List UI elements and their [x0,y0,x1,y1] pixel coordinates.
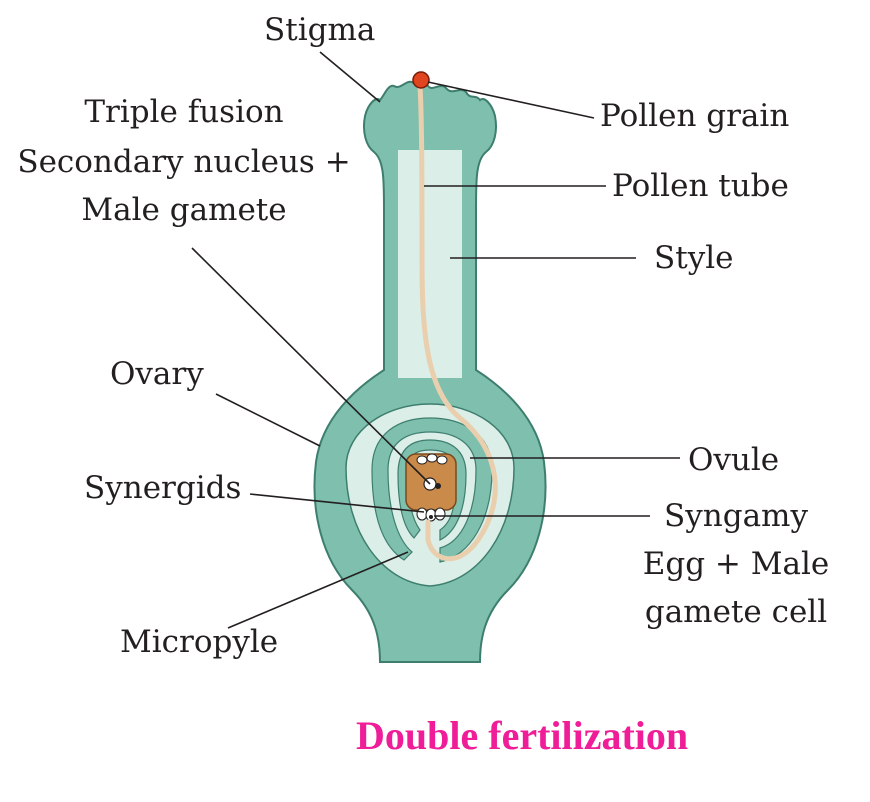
label-synergids: Synergids [84,470,241,506]
antipodal-cell [426,453,438,463]
label-stigma: Stigma [264,12,375,48]
label-ovary: Ovary [110,356,204,392]
pollen-grain [412,71,430,89]
leader-synergids [249,493,425,513]
label-triple-fusion-title: Triple fusion [84,94,283,130]
male-gamete-nucleus [435,483,441,489]
label-syngamy-line3: gamete cell [645,594,827,630]
egg-gamete-dot [429,515,433,519]
label-style: Style [654,240,733,276]
antipodal-cell [436,455,448,465]
label-triple-fusion-line2: Secondary nucleus + [17,144,350,180]
label-pollen-tube: Pollen tube [612,168,789,204]
antipodal-cell [416,455,428,465]
synergid-cell [416,507,428,521]
outer-integument [371,417,493,563]
leader-micropyle [227,551,409,629]
label-syngamy-title: Syngamy [664,498,808,534]
label-triple-fusion-line3: Male gamete [81,192,286,228]
leader-pollen-grain [427,81,595,119]
leader-stigma [319,51,381,103]
leader-ovary [215,393,321,447]
label-pollen-grain: Pollen grain [600,98,789,134]
style-inner-band [398,150,462,378]
pollen-tube [417,83,498,562]
label-micropyle: Micropyle [120,624,278,660]
diagram-caption: Double fertilization [356,713,689,758]
synergid-cell [434,507,446,521]
leader-triple-fusion [191,247,431,485]
leader-lines [191,51,680,629]
label-syngamy-line2: Egg + Male [643,546,829,582]
label-ovule: Ovule [688,442,779,478]
